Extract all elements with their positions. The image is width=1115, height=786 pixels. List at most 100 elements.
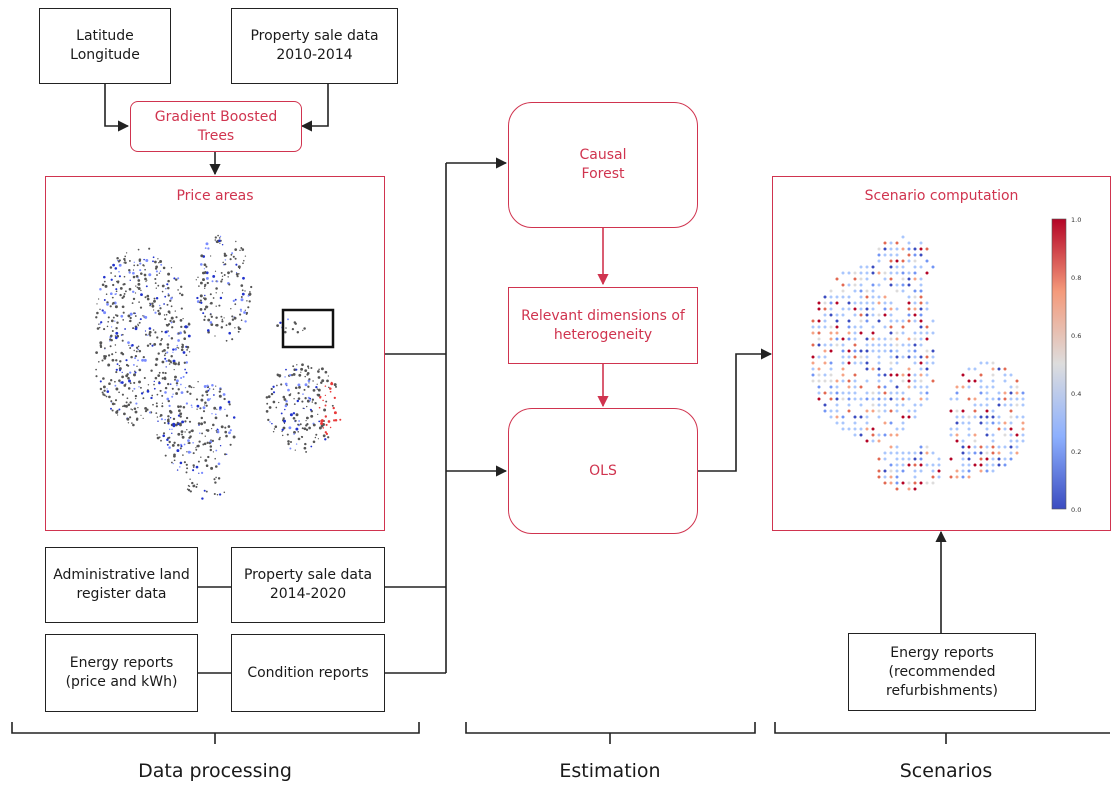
map-point [180, 285, 183, 288]
map-point [169, 299, 172, 302]
map-point [1003, 463, 1007, 467]
map-point [127, 422, 130, 424]
map-point [817, 331, 821, 335]
map-point [121, 393, 124, 396]
map-point [185, 416, 189, 420]
map-point [170, 354, 173, 358]
map-point [146, 344, 150, 347]
map-point [155, 270, 158, 273]
map-point [218, 438, 221, 441]
map-point [961, 457, 965, 461]
map-point [123, 282, 126, 286]
map-point [847, 349, 851, 353]
map-point [865, 319, 869, 323]
map-point [157, 420, 159, 422]
map-point [901, 283, 905, 287]
map-point [877, 301, 881, 305]
map-point [317, 438, 319, 440]
map-point [183, 361, 186, 364]
map-point [324, 438, 327, 441]
map-point [321, 379, 325, 383]
map-point [135, 285, 137, 287]
map-point [195, 448, 198, 451]
map-point [853, 349, 857, 353]
map-point [105, 395, 108, 398]
map-point [128, 271, 131, 274]
map-point [125, 363, 129, 367]
map-point [291, 327, 295, 331]
map-point [210, 439, 212, 441]
map-point [877, 361, 881, 365]
map-point [157, 258, 159, 260]
map-point [925, 301, 929, 305]
map-point [164, 352, 167, 355]
map-point [127, 403, 131, 407]
map-point [847, 271, 851, 275]
map-point [102, 385, 106, 389]
map-point [149, 411, 151, 414]
map-point [847, 283, 851, 287]
map-point [339, 418, 342, 421]
map-point [131, 302, 134, 304]
map-point [284, 330, 287, 334]
map-point [1003, 397, 1007, 401]
map-point [118, 379, 121, 382]
map-point [311, 398, 315, 401]
colorbar-ticks: 1.0 0.8 0.6 0.4 0.2 0.0 [1071, 216, 1081, 514]
map-point [829, 415, 833, 419]
map-point [201, 497, 204, 500]
map-point [105, 293, 108, 295]
map-point [104, 284, 108, 288]
map-point [889, 271, 893, 275]
map-point [991, 361, 995, 365]
map-point [859, 319, 863, 323]
map-point [328, 386, 330, 389]
map-point [101, 309, 104, 312]
map-point [209, 255, 212, 257]
map-point [148, 273, 152, 277]
map-point [907, 451, 911, 455]
map-point [177, 443, 180, 447]
map-point [901, 235, 905, 239]
map-point [165, 360, 168, 363]
map-point [131, 390, 134, 392]
map-point [324, 385, 327, 387]
map-point [955, 439, 959, 443]
map-point [231, 338, 234, 341]
scenario-map: 1.0 0.8 0.6 0.4 0.2 0.0 [811, 216, 1081, 514]
map-point [889, 433, 893, 437]
map-point [216, 493, 219, 496]
causal-forest-box: Causal Forest [508, 102, 698, 228]
map-point [817, 391, 821, 395]
map-point [240, 247, 243, 249]
map-point [231, 318, 235, 321]
map-point [133, 373, 136, 377]
map-point [171, 387, 174, 390]
map-point [919, 391, 923, 395]
map-point [201, 394, 204, 397]
map-point [907, 253, 911, 257]
map-point [213, 478, 216, 481]
map-point [865, 409, 869, 413]
map-point [307, 367, 310, 369]
map-point [177, 289, 179, 291]
map-point [1021, 433, 1025, 437]
map-point [219, 296, 223, 300]
map-point [297, 437, 301, 441]
map-point [895, 343, 899, 347]
map-point [184, 325, 188, 329]
map-point [222, 393, 226, 396]
map-point [215, 292, 217, 294]
map-point [154, 267, 158, 270]
map-point [144, 315, 148, 319]
map-point [316, 393, 319, 396]
map-point [865, 415, 869, 419]
map-point [191, 481, 194, 485]
map-point [156, 416, 159, 418]
map-point [901, 277, 905, 281]
map-point [865, 439, 869, 443]
map-point [115, 359, 118, 362]
map-point [295, 413, 299, 417]
map-point [193, 484, 196, 487]
map-point [289, 413, 293, 417]
